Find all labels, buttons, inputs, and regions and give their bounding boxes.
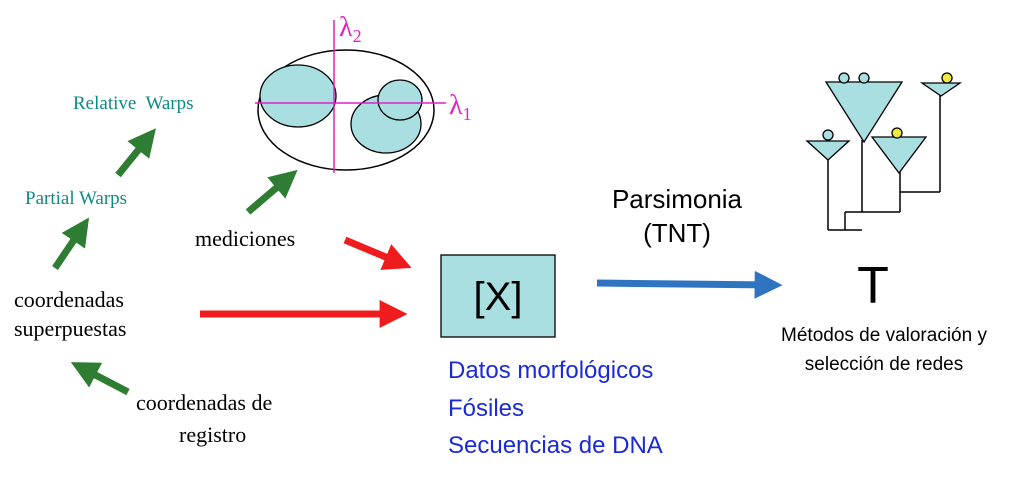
arrow-to-relative-warps (115, 128, 156, 178)
group-b-ellipse-upper (377, 79, 423, 121)
group-a-ellipse (259, 64, 337, 128)
coordenadas-registro-line2: registro (179, 422, 246, 447)
coordenadas-superpuestas-line1: coordenadas (14, 287, 124, 312)
coordenadas-registro-line1: coordenadas de (136, 390, 272, 415)
tree-label: T (857, 257, 889, 315)
tnt-label: (TNT) (643, 218, 711, 248)
data-source-fosiles: Fósiles (448, 395, 524, 422)
data-source-dna: Secuencias de DNA (448, 432, 663, 459)
phylogenetic-tree (827, 94, 941, 231)
arrow-to-ellipse (245, 169, 298, 215)
arrow-matrix-to-tree (596, 270, 783, 299)
partial-warps-label: Partial Warps (25, 188, 127, 209)
metodos-line2: selección de redes (805, 354, 963, 375)
lambda1-label: λ1 (449, 90, 472, 124)
lambda2-label: λ2 (339, 12, 362, 46)
arrow-to-partial-warps (52, 217, 90, 270)
data-matrix-label: [X] (474, 275, 523, 319)
morphospace-ellipse (257, 49, 435, 171)
mediciones-label: mediciones (195, 226, 295, 251)
data-matrix-box (440, 254, 556, 338)
parsimonia-label: Parsimonia (612, 184, 743, 214)
metodos-line1: Métodos de valoración y (781, 325, 987, 346)
data-source-morfologicos: Datos morfológicos (448, 357, 653, 384)
coordenadas-superpuestas-line2: superpuestas (14, 316, 126, 341)
arrow-from-coordenadas-registro (70, 362, 130, 396)
relative-warps-label: Relative Warps (73, 93, 194, 114)
arrow-mediciones-to-matrix (343, 236, 412, 270)
tree-clades (805, 72, 963, 175)
